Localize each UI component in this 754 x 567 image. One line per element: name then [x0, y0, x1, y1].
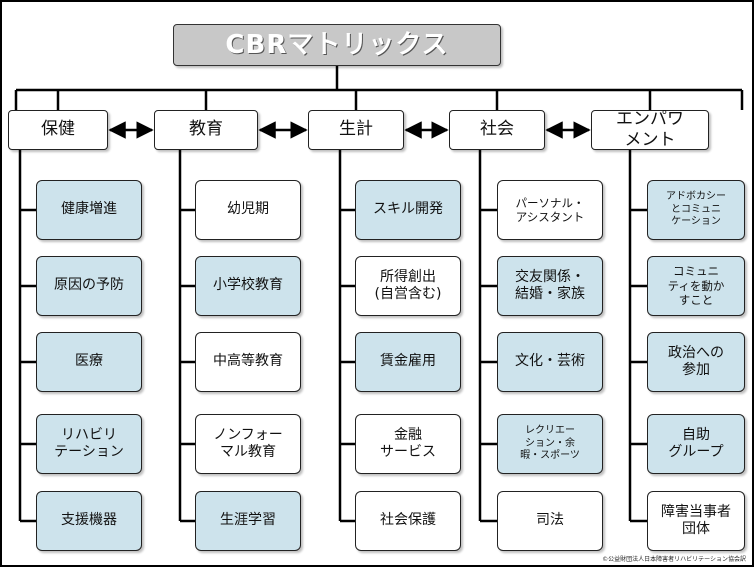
- category-1-heading: 教育: [154, 110, 258, 150]
- category-1-item-3: ノンフォー マル教育: [195, 414, 301, 474]
- category-3-item-2: 文化・芸術: [497, 332, 603, 392]
- category-4-item-0: アドボカシー とコミュニ ケーション: [647, 180, 745, 240]
- category-2-heading: 生計: [308, 110, 404, 150]
- category-1-item-4: 生涯学習: [195, 491, 301, 551]
- category-0-item-1: 原因の予防: [36, 256, 142, 316]
- category-4-item-3: 自助 グループ: [647, 414, 745, 474]
- category-3-item-3: レクリエー ション・余 暇・スポーツ: [497, 414, 603, 474]
- category-3-item-1: 交友関係・ 結婚・家族: [497, 256, 603, 316]
- category-4-item-2: 政治への 参加: [647, 332, 745, 392]
- category-2-item-4: 社会保護: [355, 491, 461, 551]
- category-2-item-3: 金融 サービス: [355, 414, 461, 474]
- category-4-heading: エンパワ メント: [591, 109, 709, 150]
- category-2-item-2: 賃金雇用: [355, 332, 461, 392]
- category-4-item-4: 障害当事者 団体: [647, 491, 745, 551]
- category-3-item-0: パーソナル・ アシスタント: [497, 180, 603, 240]
- category-0-item-4: 支援機器: [36, 491, 142, 551]
- category-3-heading: 社会: [449, 110, 545, 150]
- category-2-item-1: 所得創出 (自営含む): [355, 256, 461, 316]
- category-1-item-2: 中高等教育: [195, 332, 301, 392]
- category-3-item-4: 司法: [497, 491, 603, 551]
- category-0-item-2: 医療: [36, 332, 142, 392]
- category-1-item-0: 幼児期: [195, 180, 301, 240]
- credit-note: ©公益財団法人日本障害者リハビリテーション協会訳: [602, 556, 746, 563]
- category-0-heading: 保健: [8, 110, 108, 150]
- category-0-item-3: リハビリ テーション: [36, 414, 142, 474]
- category-4-item-1: コミュニ ティを動か すこと: [647, 256, 745, 316]
- category-2-item-0: スキル開発: [355, 180, 461, 240]
- matrix-title: CBRマトリックス: [173, 24, 501, 66]
- category-1-item-1: 小学校教育: [195, 256, 301, 316]
- category-0-item-0: 健康増進: [36, 180, 142, 240]
